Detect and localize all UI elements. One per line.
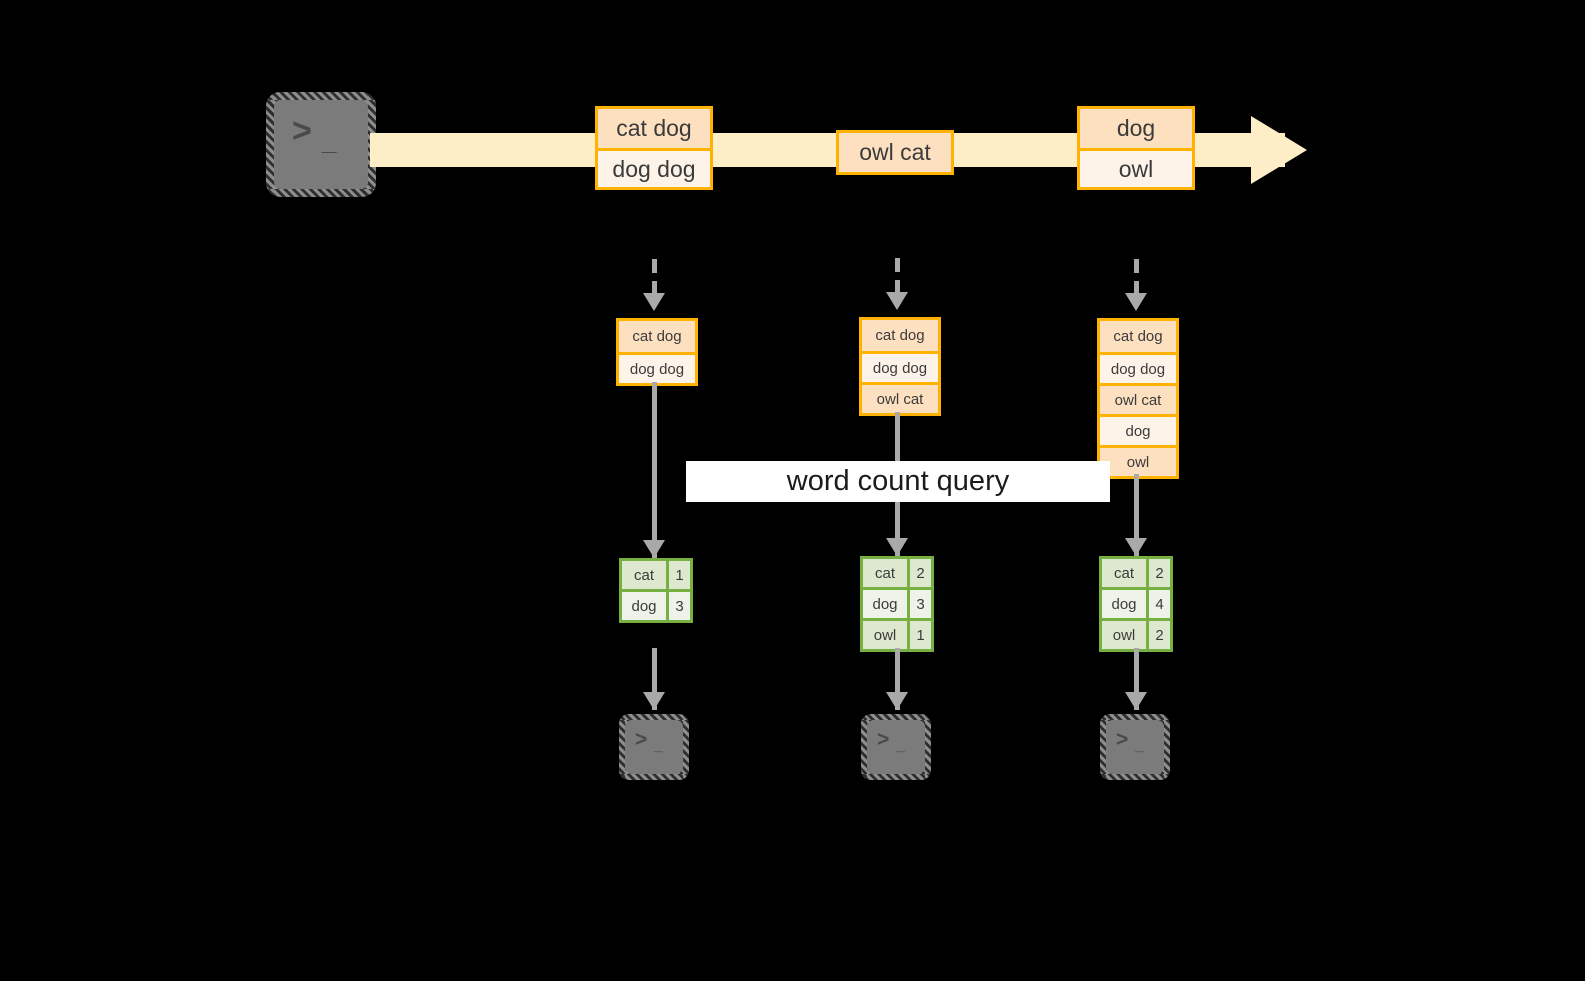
stream-record: cat dog: [598, 109, 710, 148]
terminal-cursor-glyph: _: [654, 737, 663, 754]
terminal-screen: >_: [1106, 720, 1164, 774]
connector-query-2-head: [886, 538, 908, 556]
connector-dashed-1-head: [643, 293, 665, 311]
terminal-cursor-glyph: _: [322, 126, 337, 156]
connector-query-3-head: [1125, 538, 1147, 556]
result-word: owl: [1102, 621, 1146, 649]
table-row: owl 2: [1102, 618, 1170, 649]
connector-dashed-3: [1134, 259, 1139, 293]
terminal-prompt-glyph: >_: [877, 728, 905, 754]
result-count: 1: [907, 621, 931, 649]
connector-sink-2: [895, 648, 900, 710]
result-table-1: cat 1 dog 3: [619, 558, 693, 623]
stream-batch-2: owl cat: [836, 130, 954, 175]
table-row: owl 1: [863, 618, 931, 649]
stream-arrow-head: [1251, 116, 1307, 184]
result-table-3: cat 2 dog 4 owl 2: [1099, 556, 1173, 652]
result-table-2: cat 2 dog 3 owl 1: [860, 556, 934, 652]
terminal-screen: >_: [274, 100, 368, 189]
connector-dashed-1: [652, 259, 657, 293]
connector-sink-2-head: [886, 692, 908, 710]
accumulated-record: cat dog: [619, 321, 695, 352]
accumulated-record: cat dog: [862, 320, 938, 351]
result-word: owl: [863, 621, 907, 649]
connector-dashed-2: [895, 258, 900, 292]
accumulated-record: dog: [1100, 414, 1176, 445]
table-row: dog 3: [622, 589, 690, 620]
connector-sink-1-head: [643, 692, 665, 710]
connector-sink-1: [652, 648, 657, 710]
table-row: dog 4: [1102, 587, 1170, 618]
stream-record: dog: [1080, 109, 1192, 148]
accumulated-table-1: cat dog dog dog: [616, 318, 698, 386]
query-label: word count query: [686, 461, 1110, 502]
result-count: 2: [1146, 559, 1170, 587]
accumulated-table-2: cat dog dog dog owl cat: [859, 317, 941, 416]
result-word: cat: [1102, 559, 1146, 587]
terminal-cursor-glyph: _: [1135, 737, 1144, 754]
terminal-icon-sink-1[interactable]: >_: [619, 714, 689, 780]
accumulated-record: dog dog: [1100, 352, 1176, 383]
connector-sink-3: [1134, 648, 1139, 710]
terminal-cursor-glyph: _: [896, 737, 905, 754]
accumulated-record: cat dog: [1100, 321, 1176, 352]
accumulated-table-3: cat dog dog dog owl cat dog owl: [1097, 318, 1179, 479]
connector-sink-3-head: [1125, 692, 1147, 710]
stream-record: owl: [1080, 148, 1192, 187]
result-count: 2: [1146, 621, 1170, 649]
table-row: cat 1: [622, 561, 690, 589]
result-count: 4: [1146, 590, 1170, 618]
accumulated-record: dog dog: [619, 352, 695, 383]
connector-dashed-3-head: [1125, 293, 1147, 311]
result-word: cat: [863, 559, 907, 587]
result-count: 2: [907, 559, 931, 587]
accumulated-record: owl cat: [862, 382, 938, 413]
accumulated-record: owl cat: [1100, 383, 1176, 414]
stream-batch-3: dog owl: [1077, 106, 1195, 190]
terminal-screen: >_: [867, 720, 925, 774]
table-row: cat 2: [1102, 559, 1170, 587]
table-row: dog 3: [863, 587, 931, 618]
terminal-icon-sink-2[interactable]: >_: [861, 714, 931, 780]
result-count: 3: [666, 592, 690, 620]
terminal-icon-source[interactable]: >_: [266, 92, 376, 197]
terminal-prompt-glyph: >_: [635, 728, 663, 754]
terminal-screen: >_: [625, 720, 683, 774]
result-count: 3: [907, 590, 931, 618]
result-word: cat: [622, 561, 666, 589]
connector-query-1-head: [643, 540, 665, 558]
connector-dashed-2-head: [886, 292, 908, 310]
result-word: dog: [1102, 590, 1146, 618]
terminal-prompt-glyph: >_: [292, 112, 337, 156]
stream-batch-1: cat dog dog dog: [595, 106, 713, 190]
stream-record: dog dog: [598, 148, 710, 187]
terminal-icon-sink-3[interactable]: >_: [1100, 714, 1170, 780]
connector-query-3: [1134, 474, 1139, 556]
stream-record: owl cat: [839, 133, 951, 172]
result-word: dog: [863, 590, 907, 618]
terminal-prompt-glyph: >_: [1116, 728, 1144, 754]
table-row: cat 2: [863, 559, 931, 587]
accumulated-record: owl: [1100, 445, 1176, 476]
connector-query-1: [652, 382, 657, 558]
result-word: dog: [622, 592, 666, 620]
result-count: 1: [666, 561, 690, 589]
accumulated-record: dog dog: [862, 351, 938, 382]
